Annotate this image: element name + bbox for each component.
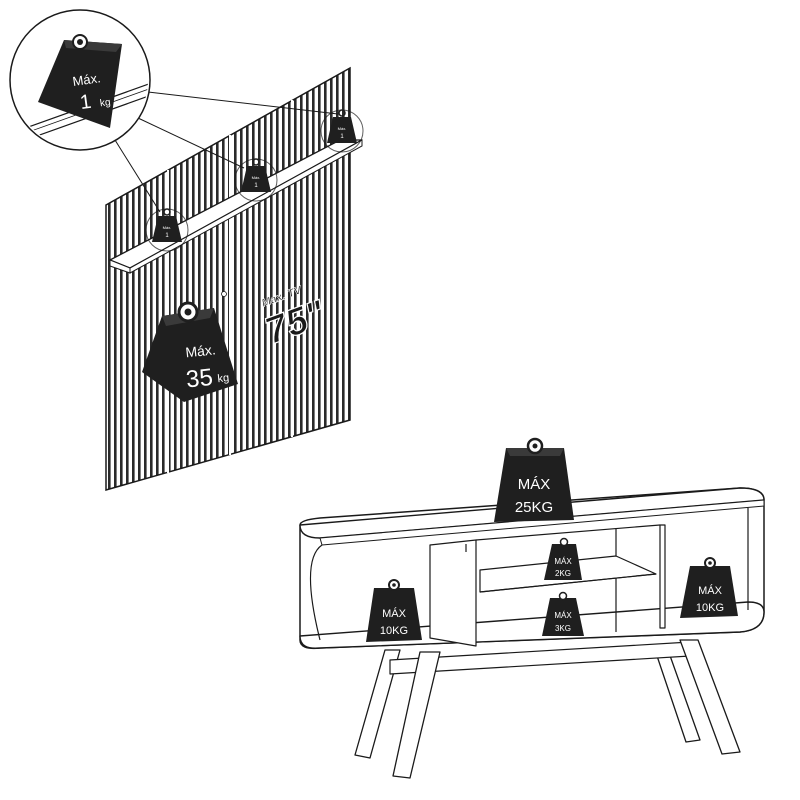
svg-text:2KG: 2KG <box>555 569 571 578</box>
tv-wall-panel <box>105 66 351 491</box>
svg-text:1: 1 <box>79 91 93 114</box>
svg-text:MÁX: MÁX <box>518 476 551 493</box>
rack-center-lower-weight: MÁX 3KG <box>542 591 584 636</box>
rack-center-upper-weight: MÁX 2KG <box>544 537 582 580</box>
svg-text:3KG: 3KG <box>555 624 571 633</box>
svg-text:25KG: 25KG <box>515 499 553 516</box>
panel-weight-35kg: Máx. 35 kg <box>142 301 238 402</box>
svg-text:Máx.: Máx. <box>72 70 102 89</box>
svg-text:10KG: 10KG <box>380 625 408 637</box>
svg-text:1: 1 <box>340 134 344 140</box>
svg-text:1: 1 <box>254 183 258 189</box>
svg-text:MÁX: MÁX <box>698 584 723 597</box>
shelf-weight-1: Máx. 1 <box>145 208 189 252</box>
svg-text:kg: kg <box>99 97 111 109</box>
zoom-detail-circle: Máx. 1 kg <box>9 9 151 151</box>
svg-text:MÁX: MÁX <box>382 607 407 620</box>
svg-text:Máx.: Máx. <box>163 225 172 230</box>
shelf-weight-2: Máx. 1 <box>234 158 278 202</box>
svg-text:1: 1 <box>165 233 169 239</box>
rack-top-weight: MÁX 25KG <box>494 437 574 522</box>
svg-text:MÁX: MÁX <box>554 557 572 566</box>
svg-text:kg: kg <box>217 372 230 385</box>
svg-text:10KG: 10KG <box>696 602 724 614</box>
svg-text:Máx.: Máx. <box>338 126 347 131</box>
rack-right-weight: MÁX 10KG <box>680 557 738 618</box>
svg-text:Máx.: Máx. <box>252 175 261 180</box>
zoom-leader-lines <box>114 91 339 213</box>
svg-text:MÁX: MÁX <box>554 611 572 620</box>
svg-text:Máx.: Máx. <box>185 341 217 360</box>
svg-text:35: 35 <box>185 364 214 394</box>
rack-left-weight: MÁX 10KG <box>366 579 422 642</box>
shelf-weight-3: Máx. 1 <box>320 109 364 153</box>
